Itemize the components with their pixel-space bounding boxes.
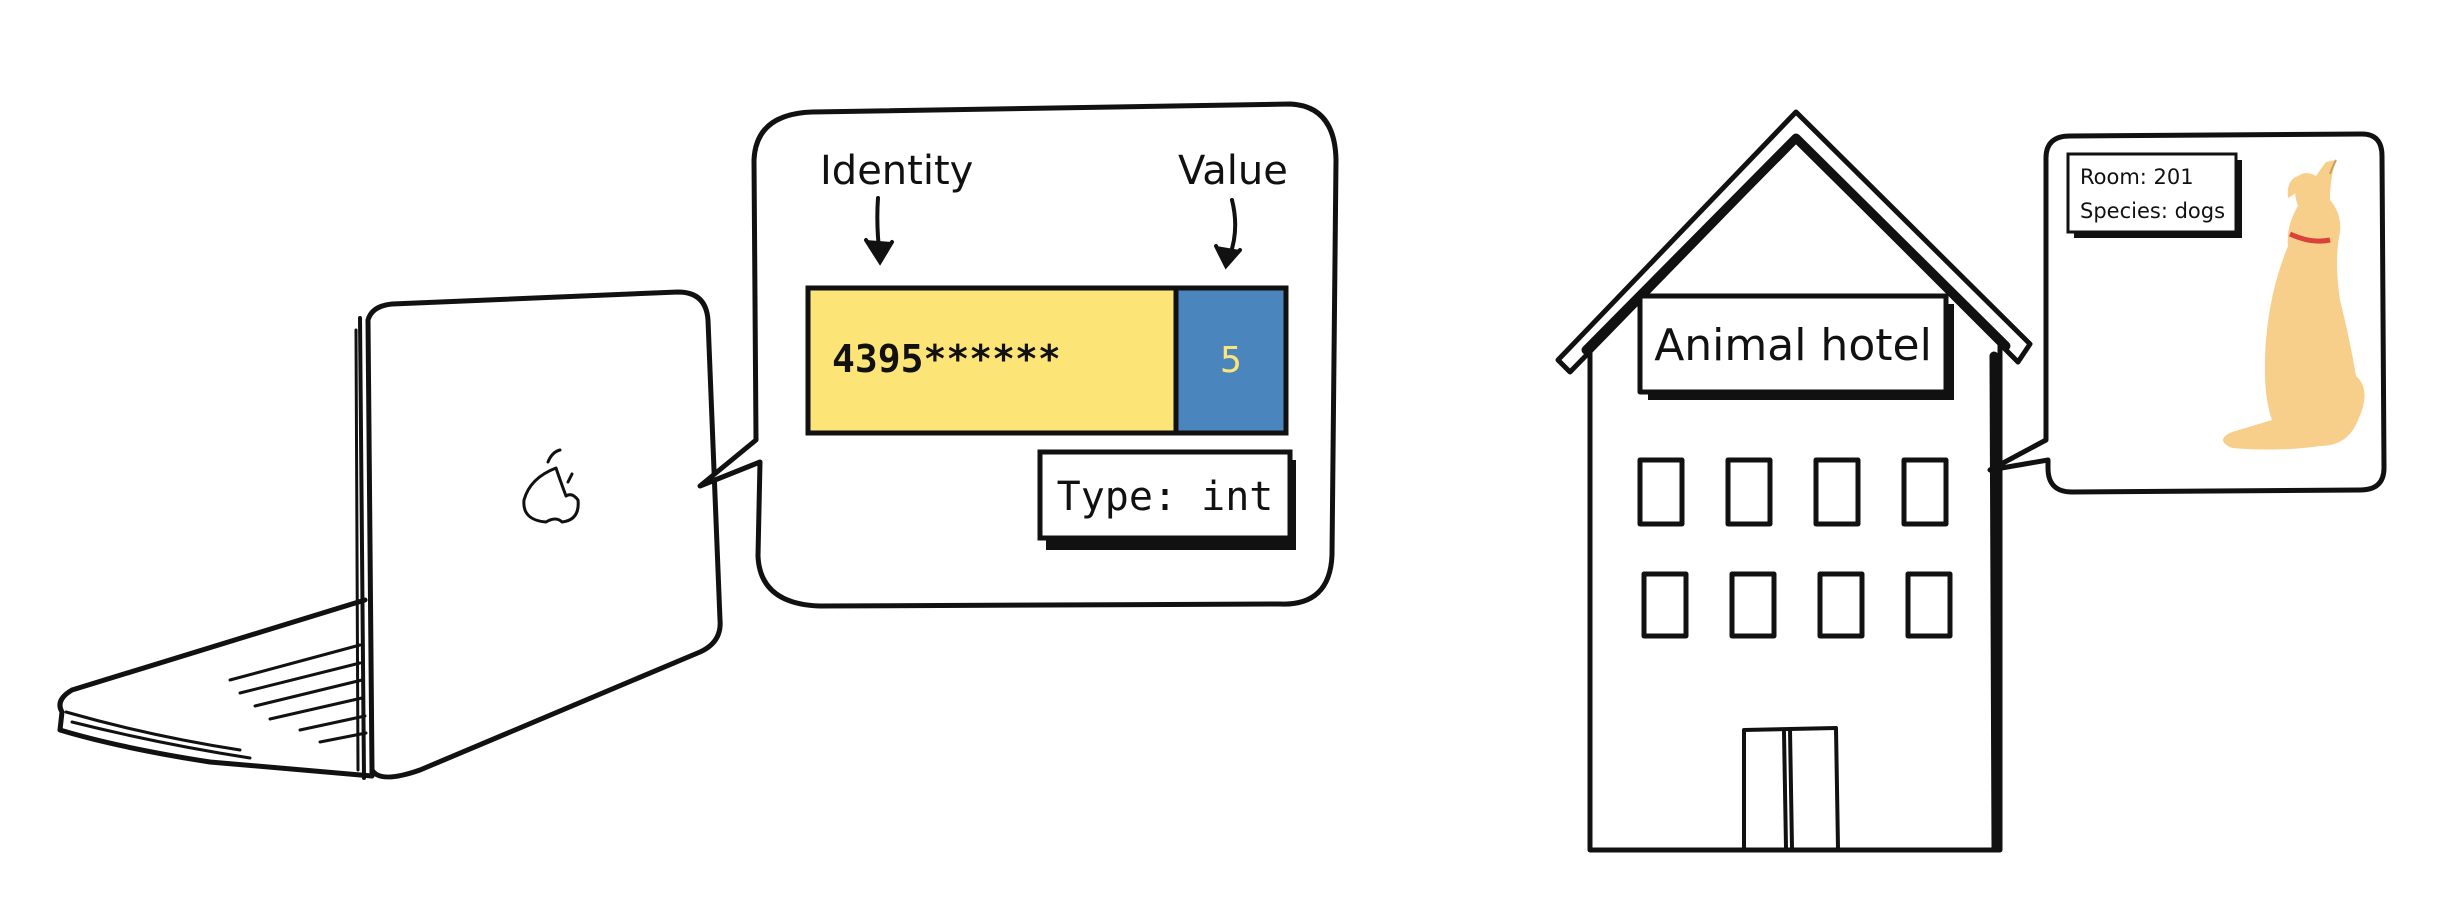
dog-collar <box>2288 231 2331 244</box>
type-box <box>1037 449 1293 541</box>
value-value: 5 <box>1220 340 1242 381</box>
dog-body <box>2223 160 2365 450</box>
laptop <box>57 289 723 780</box>
window <box>1641 571 1689 639</box>
dog-ear <box>2287 176 2300 198</box>
dog-icon <box>2223 159 2365 450</box>
window <box>1901 457 1949 527</box>
hotel-speech-bubble: Room: 201 Species: dogs <box>1987 131 2387 495</box>
room-text: Room: 201 <box>2080 165 2194 189</box>
computer-speech-bubble: Identity Value 4395****** 5 Type: int <box>697 101 1339 609</box>
window <box>1813 457 1861 527</box>
value-label: Value <box>1178 148 1288 194</box>
value-box <box>1173 285 1289 436</box>
laptop-lid <box>365 289 723 780</box>
window <box>1729 571 1777 639</box>
laptop-base <box>57 597 375 779</box>
hotel-roof <box>1555 109 2033 375</box>
identity-arrow-icon <box>864 196 894 266</box>
windows-row-1 <box>1637 457 1949 527</box>
hotel-door <box>1742 726 1840 850</box>
hotel-building: Animal hotel <box>1555 109 2033 853</box>
identity-value: 4395****** <box>832 337 1061 381</box>
window <box>1637 457 1685 527</box>
identity-label: Identity <box>820 148 973 194</box>
window <box>1905 571 1953 639</box>
windows-row-2 <box>1641 571 1953 639</box>
room-card <box>2066 152 2238 234</box>
hotel-sign-text: Animal hotel <box>1654 320 1932 371</box>
window <box>1817 571 1865 639</box>
hotel-sign <box>1637 293 1949 395</box>
type-label: Type: int <box>1057 474 1274 520</box>
apple-logo-icon <box>522 448 580 524</box>
window <box>1725 457 1773 527</box>
species-text: Species: dogs <box>2080 199 2225 223</box>
value-arrow-icon <box>1214 198 1242 270</box>
identity-box <box>805 285 1179 436</box>
hotel-walls <box>1587 337 2003 853</box>
keyboard <box>228 643 368 744</box>
